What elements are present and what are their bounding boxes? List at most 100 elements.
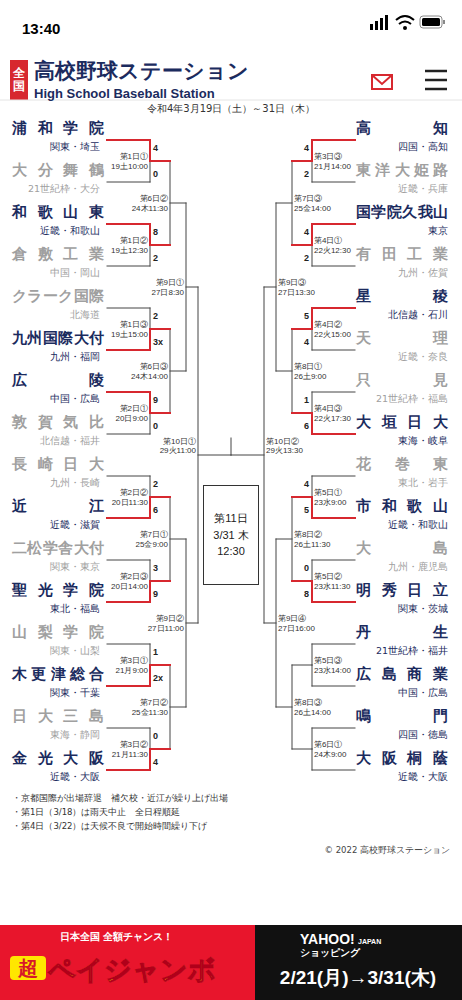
score: 0	[297, 563, 309, 573]
score: 2	[153, 311, 165, 321]
game-time: 21月11:30	[108, 749, 148, 760]
score: 3x	[153, 337, 165, 347]
team-name: 市和歌山	[356, 497, 448, 515]
team-region: 東海・岐阜	[352, 435, 448, 446]
ad-text: YAHOO!	[300, 931, 360, 947]
winner-line	[149, 749, 151, 770]
bracket-line	[150, 413, 151, 434]
game-number: 第1日②	[108, 235, 148, 246]
team-name: 浦和学院	[12, 119, 104, 137]
score: 8	[297, 589, 309, 599]
game-time: 19土15:00	[108, 329, 148, 340]
game-time: 21月9:00	[108, 665, 148, 676]
bracket-line	[107, 728, 150, 729]
site-subtitle: High School Baseball Station	[34, 86, 294, 101]
game-number: 第3日①	[108, 655, 148, 666]
score: 4	[297, 479, 309, 489]
bracket-line	[150, 728, 151, 749]
team-region: 関東・山梨	[4, 645, 100, 656]
winner-line	[311, 140, 313, 161]
game-number: 第8日③	[294, 697, 336, 708]
bracket-line	[264, 287, 276, 288]
winner-line	[150, 580, 170, 582]
score: 2x	[153, 673, 165, 683]
final-game-text: 3/31 木	[213, 527, 248, 544]
bracket-line	[312, 644, 313, 665]
game-time: 29火13:30	[266, 445, 308, 456]
team-region: 中国・広島	[4, 393, 100, 404]
winner-line	[292, 412, 312, 414]
winner-line	[107, 139, 150, 141]
team-region: 九州・福岡	[4, 351, 100, 362]
winner-line	[311, 581, 313, 602]
game-time: 25金14:00	[294, 203, 336, 214]
team-region: 近畿・和歌山	[4, 225, 100, 236]
winner-line	[149, 665, 151, 686]
game-number: 第9日③	[278, 277, 320, 288]
bracket-line	[107, 644, 150, 645]
winner-line	[292, 580, 312, 582]
bracket-line	[312, 560, 355, 561]
winner-line	[311, 308, 313, 329]
bracket-line	[186, 623, 198, 624]
game-number: 第9日①	[142, 277, 184, 288]
score: 6	[153, 505, 165, 515]
team-name: 金光大阪	[12, 749, 104, 767]
team-name: 倉敷工業	[12, 245, 104, 263]
team-region: 関東・千葉	[4, 687, 100, 698]
bracket-line	[150, 245, 151, 266]
bracket-line	[312, 476, 313, 497]
score: 4	[297, 143, 309, 153]
final-game-box: 第11日3/31 木12:30	[203, 485, 259, 585]
score: 4	[153, 757, 165, 767]
team-region: 東北・岩手	[352, 477, 448, 488]
bracket-line	[276, 203, 292, 204]
score: 2	[153, 479, 165, 489]
game-time: 22火15:00	[314, 329, 354, 340]
final-game-text: 12:30	[217, 543, 245, 560]
bracket-line	[312, 266, 355, 267]
bracket-line	[198, 455, 231, 456]
score: 8	[153, 227, 165, 237]
team-region: 四国・高知	[352, 141, 448, 152]
bracket-line	[312, 686, 355, 687]
score: 1	[153, 647, 165, 657]
team-region: 近畿・大阪	[4, 771, 100, 782]
bracket-line	[107, 182, 150, 183]
team-name: 鳴門	[356, 707, 448, 725]
game-number: 第10日①	[154, 436, 196, 447]
game-time: 23水9:00	[314, 497, 354, 508]
team-region: 近畿・奈良	[352, 351, 448, 362]
score: 5	[297, 311, 309, 321]
winner-line	[107, 349, 150, 351]
bracket-line	[312, 392, 313, 413]
team-name: 有田工業	[356, 245, 448, 263]
team-name: 明秀日立	[356, 581, 448, 599]
bracket-line	[150, 560, 151, 581]
bracket-line	[312, 392, 355, 393]
game-time: 26土9:00	[294, 371, 336, 382]
game-number: 第1日③	[108, 319, 148, 330]
bracket-line	[292, 749, 312, 750]
team-name: 東洋大姫路	[356, 161, 448, 179]
bracket-line	[312, 476, 355, 477]
team-region: 関東・埼玉	[4, 141, 100, 152]
winner-line	[292, 328, 312, 330]
team-name: 丹生	[356, 623, 448, 641]
bracket-line	[107, 308, 150, 309]
team-region: 九州・長崎	[4, 477, 100, 488]
game-time: 24木14:00	[126, 371, 168, 382]
score: 2	[297, 253, 309, 263]
bracket-line	[150, 161, 151, 182]
game-number: 第6日③	[126, 361, 168, 372]
game-number: 第4日③	[314, 403, 354, 414]
score: 2	[297, 169, 309, 179]
team-name: 国学院久我山	[356, 203, 448, 221]
team-name: クラーク国際	[12, 287, 104, 305]
winner-line	[107, 517, 150, 519]
team-region: 北信越・石川	[352, 309, 448, 320]
team-region: 北海道	[4, 309, 100, 320]
team-region: 中国・岡山	[4, 267, 100, 278]
site-title: 高校野球ステーション	[34, 59, 334, 84]
winner-line	[150, 328, 170, 330]
